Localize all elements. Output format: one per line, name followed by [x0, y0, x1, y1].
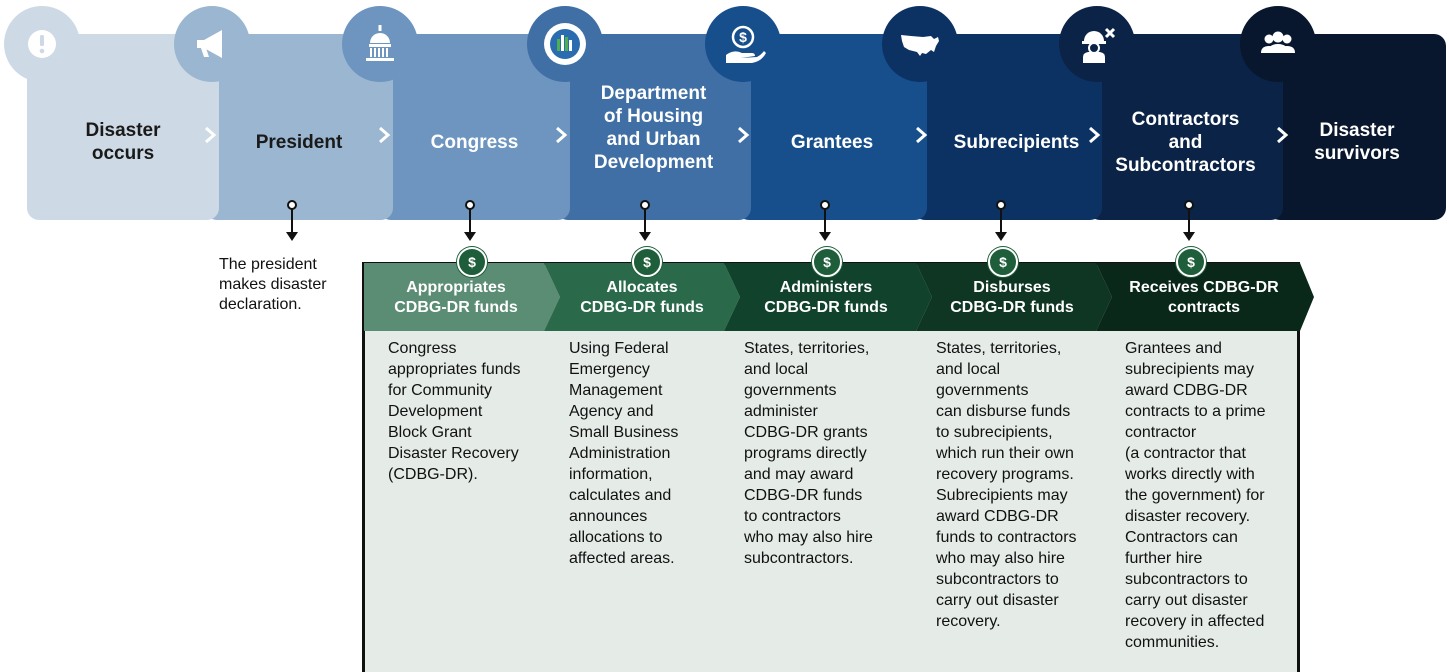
- worker-tools-icon: [1059, 6, 1135, 82]
- hud-seal-icon: [527, 6, 603, 82]
- step-label: Department of Housing and Urban Developm…: [593, 83, 714, 173]
- chevron-right-icon: [199, 124, 221, 146]
- exclamation-icon: [4, 6, 80, 82]
- capitol-icon: [342, 6, 418, 82]
- phase-title: Administers CDBG-DR funds: [764, 279, 888, 316]
- phase-allocates: Allocates CDBG-DR funds: [556, 265, 728, 331]
- dollar-icon: $: [457, 247, 487, 277]
- hand-dollar-icon: $: [705, 6, 781, 82]
- megaphone-icon: [174, 6, 250, 82]
- president-note: The president makes disaster declaration…: [219, 256, 327, 313]
- us-map-icon: [882, 6, 958, 82]
- phase-receives: Receives CDBG-DR contracts: [1110, 265, 1298, 331]
- chevron-right-icon: [550, 124, 572, 146]
- phase-title: Disburses CDBG-DR funds: [950, 279, 1074, 316]
- phase-title: Receives CDBG-DR contracts: [1129, 279, 1279, 316]
- phase-appropriates: Appropriates CDBG-DR funds: [366, 265, 546, 331]
- phase-description: Grantees and subrecipients may award CDB…: [1125, 340, 1266, 651]
- step-label: Disaster survivors: [1314, 120, 1400, 164]
- phase-administers: Administers CDBG-DR funds: [736, 265, 916, 331]
- step-label: President: [255, 131, 343, 153]
- phase-title: Appropriates CDBG-DR funds: [394, 279, 518, 316]
- phase-description: States, territories, and local governmen…: [744, 340, 873, 567]
- phase-description: Using Federal Emergency Management Agenc…: [569, 340, 679, 567]
- step-label: Subrecipients: [953, 131, 1080, 153]
- chevron-right-icon: [732, 124, 754, 146]
- chevron-right-icon: [1083, 124, 1105, 146]
- chevron-right-icon: [910, 124, 932, 146]
- step-label: Grantees: [790, 131, 874, 153]
- svg-text:$: $: [739, 29, 747, 45]
- phase-disburses: Disburses CDBG-DR funds: [926, 265, 1098, 331]
- dollar-icon: $: [1176, 247, 1206, 277]
- step-label: Congress: [430, 131, 519, 153]
- dollar-icon: $: [988, 247, 1018, 277]
- step-label: Contractors and Subcontractors: [1115, 108, 1256, 176]
- phase-description: States, territories, and local governmen…: [936, 340, 1077, 630]
- phase-title: Allocates CDBG-DR funds: [580, 279, 704, 316]
- dollar-icon: $: [632, 247, 662, 277]
- chevron-right-icon: [1271, 124, 1293, 146]
- chevron-right-icon: [373, 124, 395, 146]
- phase-band: [364, 263, 1314, 331]
- people-group-icon: [1240, 6, 1316, 82]
- phase-description: Congress appropriates funds for Communit…: [388, 340, 521, 483]
- dollar-icon: $: [812, 247, 842, 277]
- step-label: Disaster occurs: [85, 120, 161, 164]
